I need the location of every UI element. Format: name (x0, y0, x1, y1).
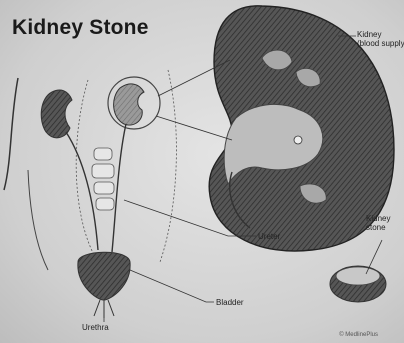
kidney-stone-top (336, 267, 380, 285)
urethra-lines (94, 300, 114, 318)
stone-in-kidney (294, 136, 302, 144)
spine-segments (92, 148, 114, 210)
body-outline-waist (28, 170, 48, 270)
left-kidney (41, 90, 72, 138)
label-ureter: Ureter (258, 232, 280, 241)
body-outline-left (4, 78, 18, 190)
image-credit: © MedlinePlus (339, 332, 378, 338)
label-kidney-stone: Kidney stone (366, 214, 390, 232)
label-urethra: Urethra (82, 323, 109, 332)
diagram-title: Kidney Stone (12, 16, 149, 40)
left-ureter (66, 132, 98, 250)
leader-bladder (130, 270, 214, 302)
label-kidney-blood-supply: Kidney (blood supply) (357, 30, 404, 48)
bladder-shape (78, 252, 130, 300)
label-bladder: Bladder (216, 298, 244, 307)
right-small-kidney (114, 84, 144, 125)
